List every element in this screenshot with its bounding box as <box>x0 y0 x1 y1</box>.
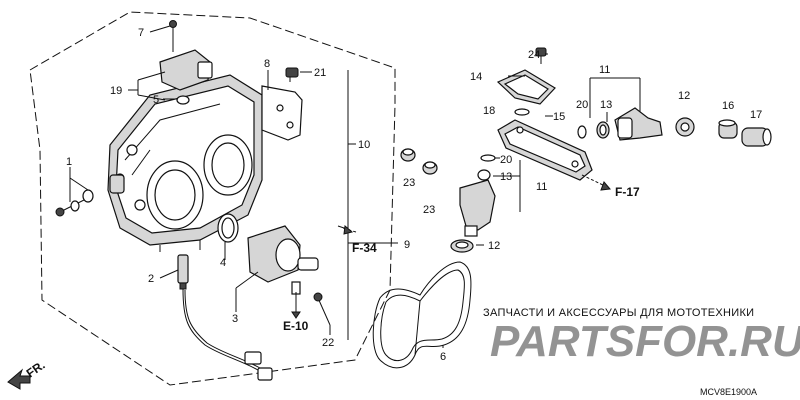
callout-19: 19 <box>110 85 122 97</box>
callout-2: 2 <box>148 273 154 285</box>
callout-4: 4 <box>220 257 226 269</box>
caps-16-17 <box>718 119 772 147</box>
idle-screw-set <box>55 189 94 217</box>
callout-17: 17 <box>750 109 762 121</box>
throttle-body <box>107 74 263 252</box>
callout-23-lower: 23 <box>423 204 435 216</box>
reference-arrows <box>7 174 611 390</box>
callout-21: 21 <box>314 67 326 79</box>
callout-22: 22 <box>322 337 334 349</box>
injector-lower <box>450 154 496 253</box>
reference-labels: F-34 E-10 F-17 <box>283 185 640 333</box>
throttle-position-sensor <box>159 20 213 105</box>
callout-7: 7 <box>138 27 144 39</box>
bracket <box>261 67 303 141</box>
assembly-frame <box>29 11 396 386</box>
callout-14: 14 <box>470 71 482 83</box>
callout-13-upper: 13 <box>600 99 612 111</box>
sensor-cable <box>177 254 273 381</box>
callout-12-lower: 12 <box>488 240 500 252</box>
callout-10: 10 <box>358 139 370 151</box>
callout-15: 15 <box>553 111 565 123</box>
callout-labels: 1 2 3 4 5 6 7 8 9 10 11 11 12 12 13 13 1… <box>66 27 762 363</box>
ref-f17: F-17 <box>615 185 640 199</box>
callout-12-upper: 12 <box>678 90 690 102</box>
fuel-rail <box>497 108 593 181</box>
diagram-code: MCV8E1900A <box>700 387 757 397</box>
watermark-logo: PARTSFOR.RU <box>490 317 800 366</box>
caps-23 <box>400 148 438 175</box>
ref-f34: F-34 <box>352 241 377 255</box>
leader-lines <box>69 25 641 348</box>
callout-11-upper: 11 <box>599 64 610 76</box>
callout-8: 8 <box>264 58 270 70</box>
callout-11-lower: 11 <box>536 181 547 193</box>
callout-23-upper: 23 <box>403 177 415 189</box>
rail-cover <box>496 47 556 105</box>
callout-20-upper: 20 <box>576 99 588 111</box>
watermark-text: ЗАПЧАСТИ И АКСЕССУАРЫ ДЛЯ МОТОТЕХНИКИ <box>483 307 754 319</box>
callout-1: 1 <box>66 156 72 168</box>
callout-3: 3 <box>232 313 238 325</box>
bolt-22 <box>313 292 331 326</box>
callout-16: 16 <box>722 100 734 112</box>
injector-upper <box>577 107 695 141</box>
callout-5: 5 <box>153 94 159 106</box>
callout-9: 9 <box>404 239 410 251</box>
callout-24: 24 <box>528 49 540 61</box>
callout-13-lower: 13 <box>500 171 512 183</box>
gasket <box>372 261 472 369</box>
ref-e10: E-10 <box>283 319 309 333</box>
callout-20-lower: 20 <box>500 154 512 166</box>
callout-6: 6 <box>440 351 446 363</box>
idle-air-valve <box>217 213 319 295</box>
callout-18: 18 <box>483 105 495 117</box>
